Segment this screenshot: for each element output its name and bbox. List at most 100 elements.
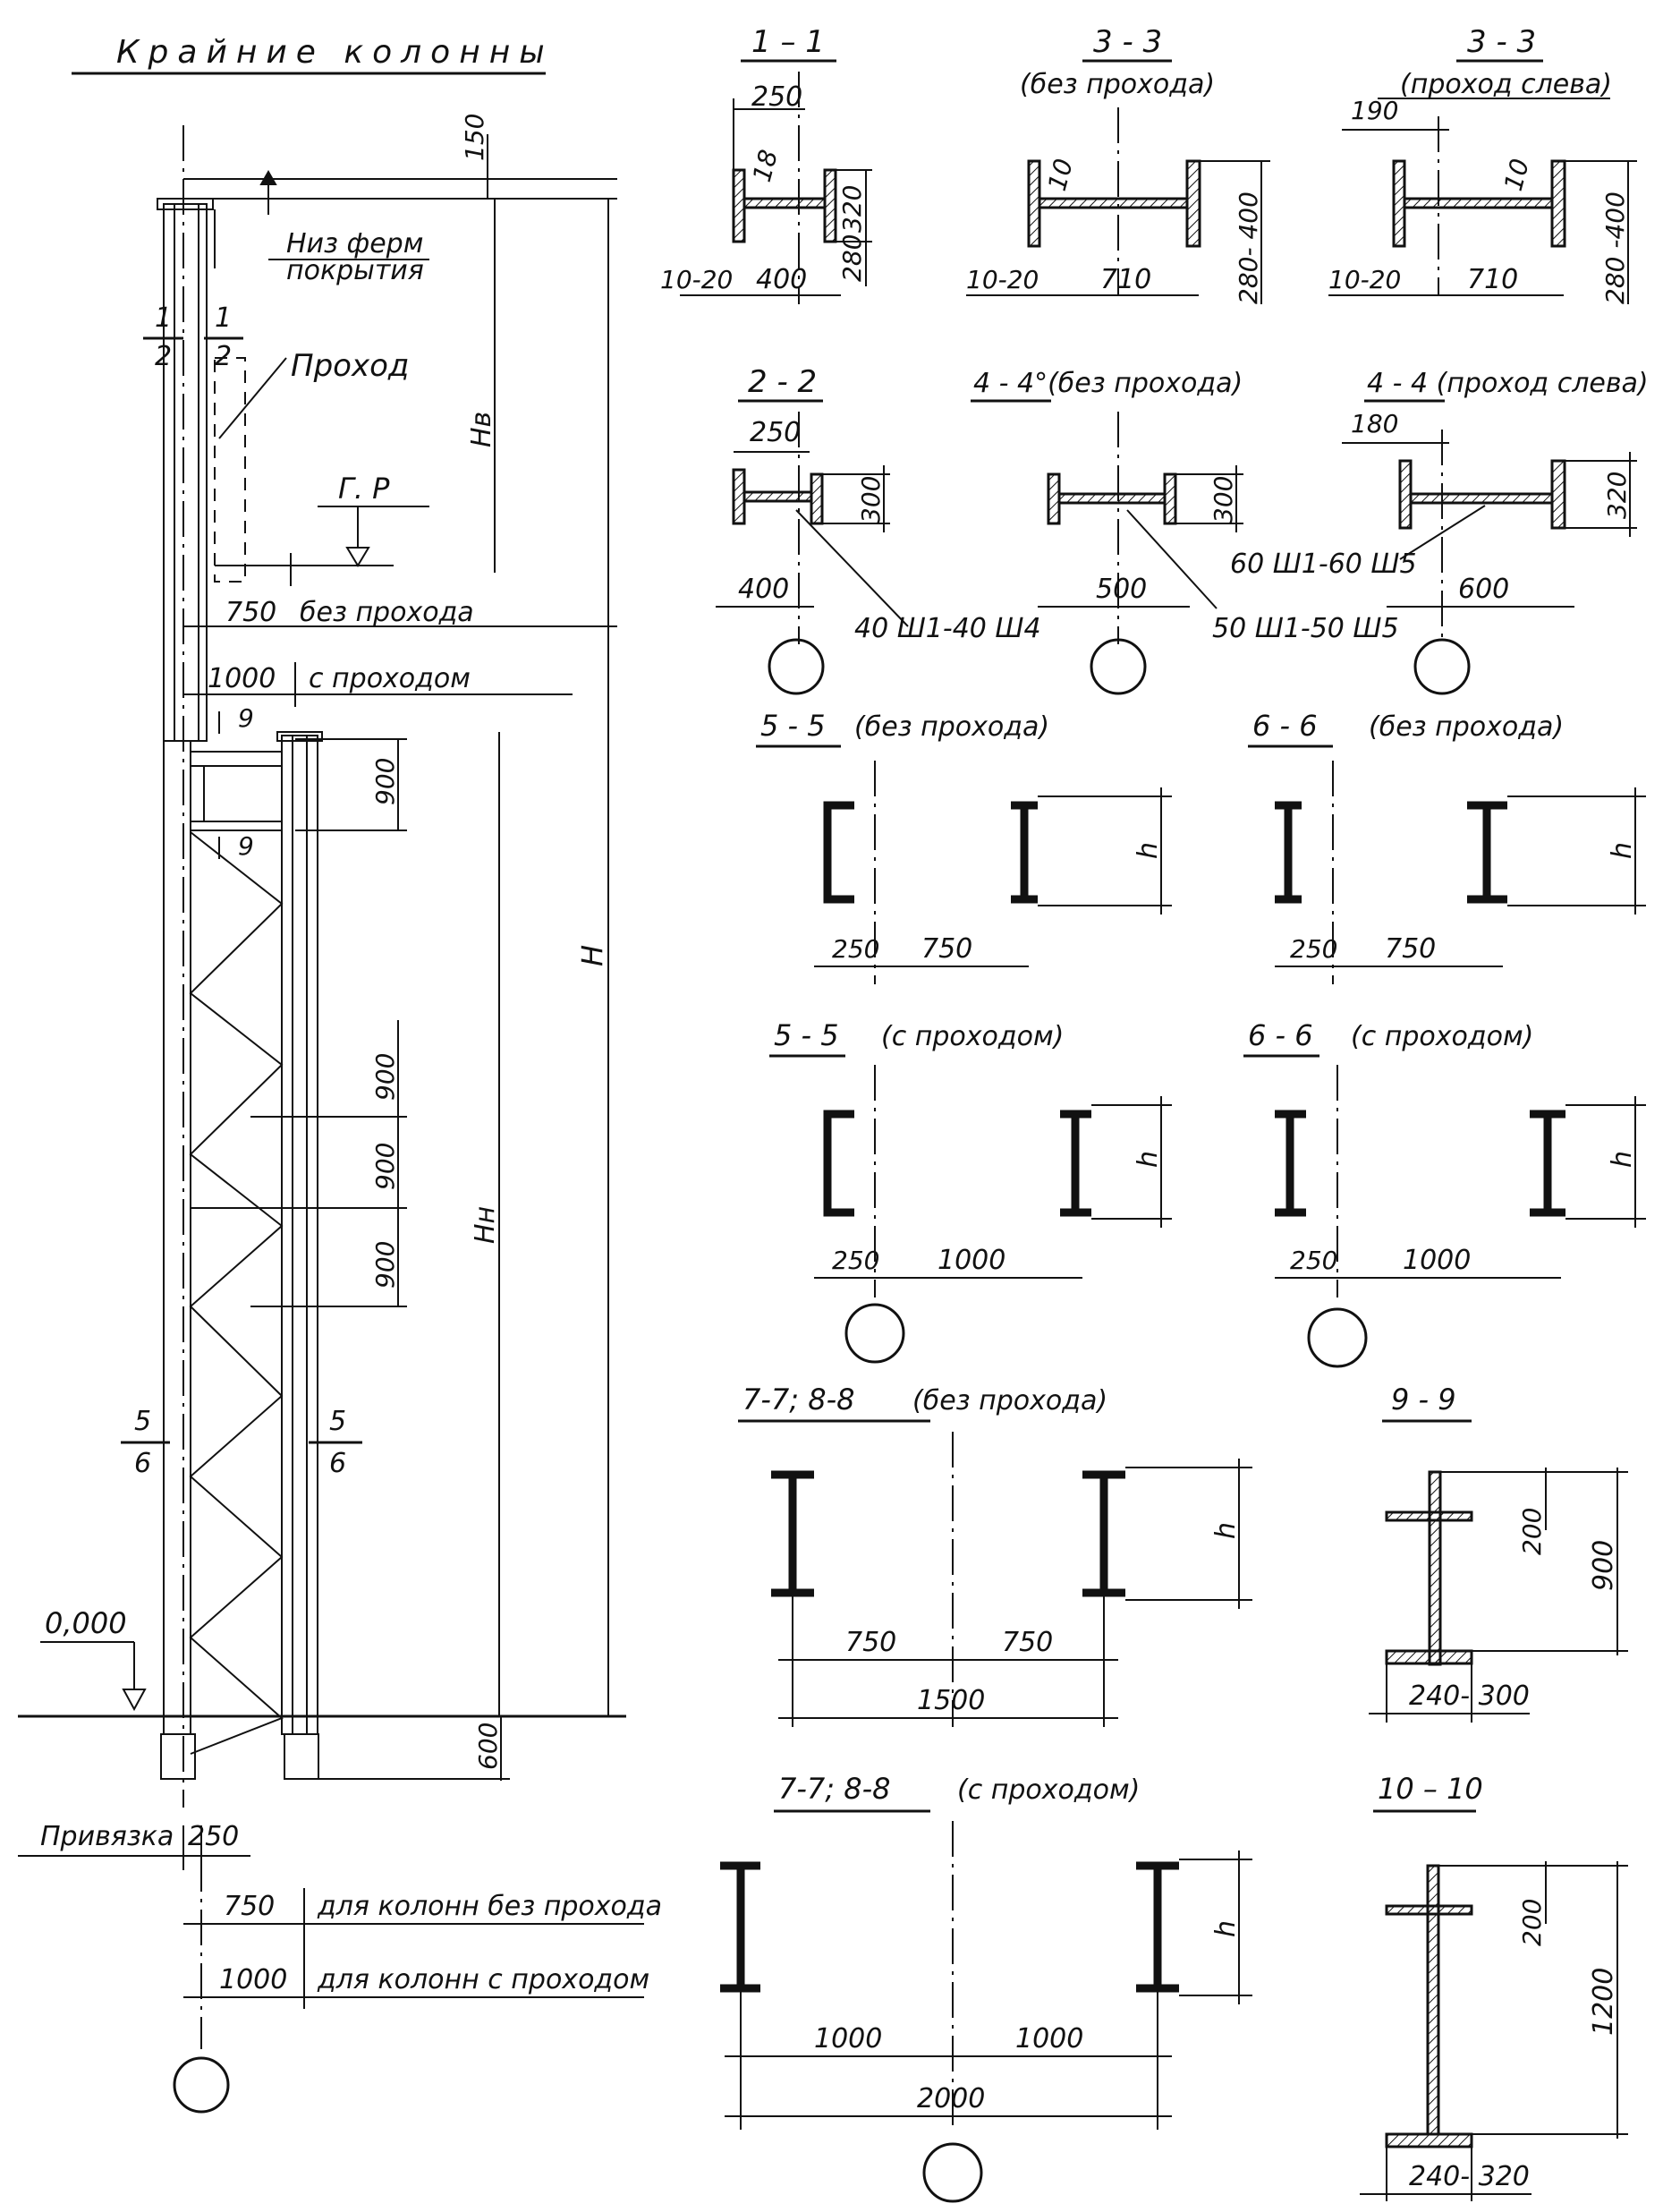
dim-710: 710 [1100, 264, 1151, 295]
flange-right [823, 168, 837, 243]
passage-outline [214, 357, 246, 583]
profile-leader [795, 509, 909, 627]
dim-h: h [1133, 842, 1164, 859]
axis-bubble [1413, 638, 1471, 695]
sec-5-bot: 6 [134, 1448, 151, 1479]
web [1057, 492, 1167, 505]
section-7-7-8-8-passage: 7-7; 8-8 (с проходом) h 1000 1000 2000 [720, 1772, 1252, 2203]
section-9-9: 9 - 9 200 900 240- 300 [1369, 1382, 1628, 1723]
i-beam-section [1060, 1110, 1091, 1217]
lower-column-cap [276, 731, 323, 742]
dim-900b: 900 [370, 1053, 400, 1101]
binding-1000: 1000 [219, 1964, 287, 1995]
channel-section [823, 801, 854, 904]
web [742, 490, 813, 503]
dim-710: 710 [1467, 264, 1518, 295]
sec-5-top: 5 [134, 1406, 151, 1437]
flange-left [1047, 472, 1061, 525]
section-subtitle: (с проходом) [881, 1021, 1064, 1052]
section-6-6-no-passage: 6 - 6 (без прохода) h 250 750 [1248, 709, 1646, 984]
profile-leader [1399, 505, 1486, 560]
passage-label: Проход [291, 348, 409, 384]
i-beam-section-left [720, 1861, 760, 1993]
dim-250: 250 [832, 1246, 879, 1275]
upper-flange [1385, 1904, 1473, 1916]
i-beam-section-left [1275, 1110, 1306, 1217]
sec-1r-bot: 2 [215, 341, 232, 372]
dim-1000: 1000 [1403, 1245, 1471, 1276]
profile-leader [1126, 509, 1218, 609]
dim-250: 250 [750, 417, 801, 448]
section-3-3-no-passage: 3 - 3 (без прохода) 10 10-20 710 280- 40… [966, 24, 1270, 304]
dim-250: 250 [832, 934, 879, 964]
dim-18: 18 [747, 147, 784, 185]
dim-10-20: 10-20 [966, 265, 1039, 294]
section-subtitle: (без прохода) [1369, 711, 1564, 743]
sheet-title: Крайние колонны [116, 34, 554, 71]
dim-190: 190 [1351, 96, 1398, 125]
rail-marker-icon [345, 547, 370, 567]
crane-bracket-top [190, 751, 283, 767]
dim-200: 200 [1517, 1899, 1547, 1946]
dim-150: 150 [460, 114, 489, 161]
section-title: 6 - 6 [1248, 1018, 1313, 1052]
dim-h: h [1607, 842, 1638, 859]
passage-leader [218, 357, 287, 439]
dim-900: 900 [1588, 1540, 1619, 1591]
i-beam-section [1011, 801, 1038, 904]
dim-1000b: 1000 [1015, 2023, 1083, 2055]
section-10-10: 10 – 10 200 1200 240- 320 [1360, 1772, 1628, 2201]
section-title: 4 - 4°(без прохода) [973, 368, 1243, 399]
outer-base [160, 1733, 196, 1780]
dim-750b: 750 [1002, 1627, 1053, 1658]
dim-750: 750 [921, 933, 972, 965]
binding-label: Привязка [40, 1821, 174, 1852]
binding-1000-text: для колонн с проходом [317, 1964, 649, 1995]
dim-1000: 1000 [938, 1245, 1005, 1276]
sec-1r-top: 1 [215, 302, 232, 334]
section-5-5-passage: 5 - 5 (с проходом) h 250 1000 [769, 1018, 1172, 1364]
dim-280: 280 [837, 234, 867, 282]
flange-left [732, 468, 746, 525]
dim-750a: 750 [845, 1627, 896, 1658]
i-beam-section-left [1275, 801, 1302, 904]
dim-1000a: 1000 [814, 2023, 882, 2055]
section-subtitle: (с проходом) [1351, 1021, 1533, 1052]
dim-10: 10 [1498, 156, 1535, 194]
dim-h: Н [575, 945, 609, 966]
inner-base [284, 1733, 319, 1780]
flange-left [1398, 459, 1413, 530]
vertical-plate [1428, 1470, 1442, 1666]
dim-1200: 1200 [1588, 1968, 1619, 2036]
dim-750-label: 750 [225, 597, 276, 628]
dim-600: 600 [1458, 574, 1509, 605]
dim-10-20: 10-20 [1328, 265, 1401, 294]
dim-250: 250 [751, 81, 802, 113]
truss-label-1: Низ ферм [286, 228, 423, 259]
section-2-2: 2 - 2 250 300 400 40 Ш1-40 Ш4 [716, 364, 1041, 695]
lower-flange [1385, 2132, 1473, 2148]
dim-240-300: 240- 300 [1409, 1680, 1530, 1712]
dim-1000-text: с проходом [309, 663, 471, 694]
dim-300: 300 [1209, 476, 1238, 523]
dim-h: h [1210, 1920, 1242, 1937]
i-beam-section-right [1467, 801, 1507, 904]
dim-900c: 900 [370, 1143, 400, 1190]
dim-900d: 900 [370, 1241, 400, 1289]
dim-280-400: 280 -400 [1600, 191, 1630, 304]
sec-9-label: 9 [238, 703, 254, 733]
section-title: 5 - 5 [760, 709, 826, 743]
dim-h: h [1133, 1151, 1164, 1168]
dim-1000-label: 1000 [208, 663, 276, 694]
dim-320: 320 [837, 185, 867, 233]
dim-1500: 1500 [917, 1685, 985, 1716]
profile-label: 40 Ш1-40 Ш4 [854, 613, 1041, 644]
flange-right [1550, 459, 1566, 530]
section-subtitle: (с проходом) [957, 1774, 1140, 1806]
section-5-5-no-passage: 5 - 5 (без прохода) h 250 750 [756, 709, 1172, 984]
axis-bubble [173, 2056, 230, 2114]
level-zero: 0,000 [45, 1606, 127, 1640]
section-4-4-no-passage: 4 - 4°(без прохода) 300 500 50 Ш1-50 Ш5 [971, 368, 1399, 695]
dim-300: 300 [856, 476, 886, 523]
